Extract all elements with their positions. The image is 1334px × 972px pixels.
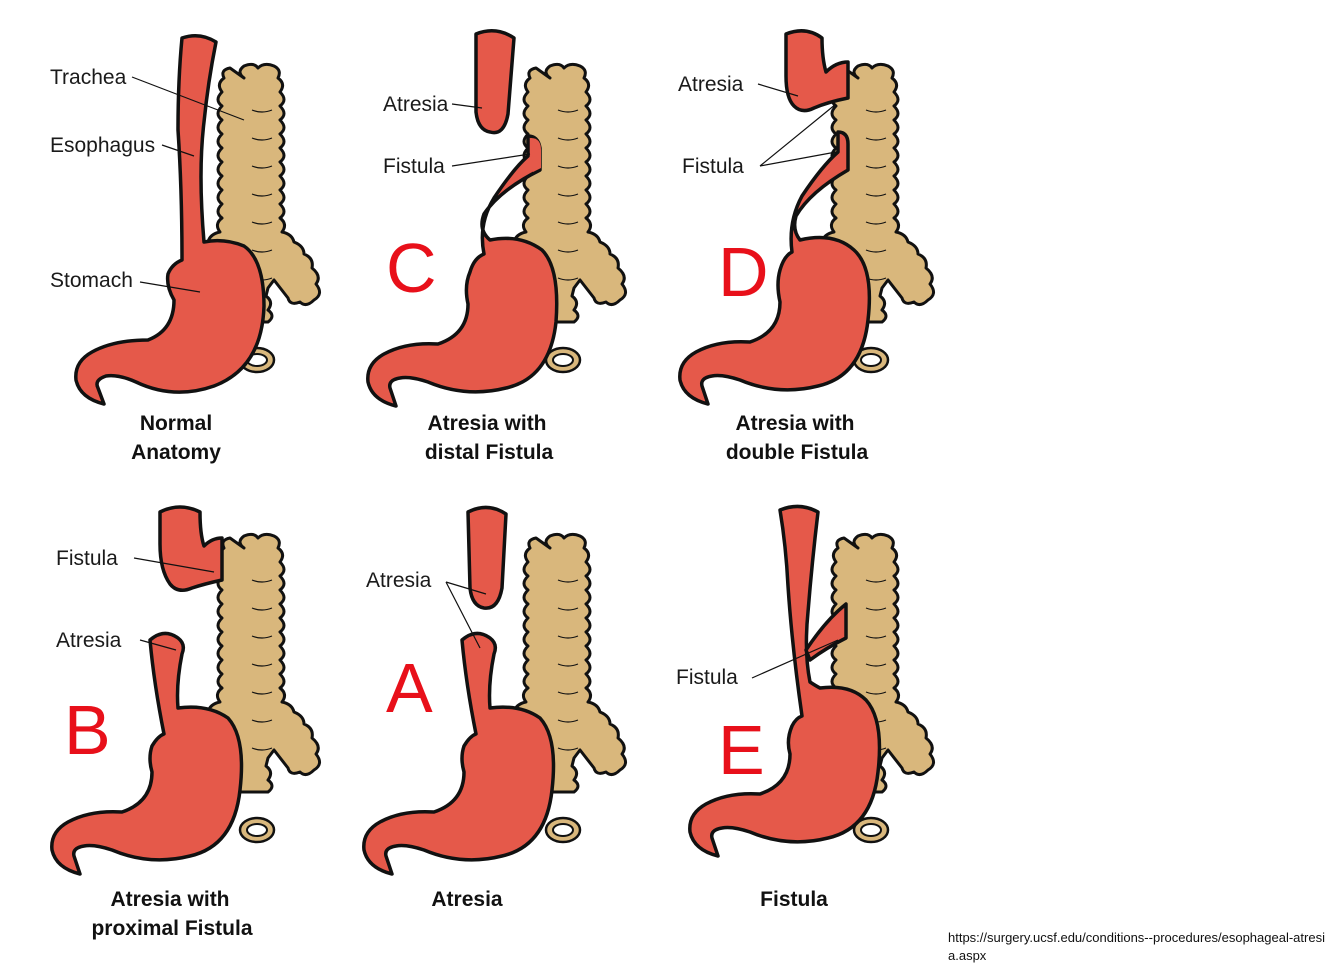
panel-a: A Atresia Atresia [362, 505, 628, 911]
label-fistula-c: Fistula [383, 155, 445, 178]
panel-normal: Trachea Esophagus Stomach Normal Anatomy [50, 34, 322, 464]
caption-c-1: Atresia with [427, 412, 546, 435]
label-atresia-d: Atresia [678, 73, 744, 96]
panel-e: E Fistula Fistula [676, 504, 936, 911]
caption-normal-1: Normal [140, 412, 212, 435]
label-fistula-d: Fistula [682, 155, 744, 178]
panel-b: B Fistula Atresia Atresia with proximal … [50, 505, 322, 940]
esophagus-upper-pouch-a [466, 505, 508, 610]
caption-c-2: distal Fistula [425, 441, 554, 464]
label-fistula-e: Fistula [676, 666, 738, 689]
label-atresia-b: Atresia [56, 629, 122, 652]
esophagus-upper-fistula-d [784, 29, 850, 113]
caption-a-1: Atresia [431, 888, 503, 911]
letter-d: D [718, 233, 769, 311]
esophagus-upper-fistula-b [158, 505, 224, 592]
esophagus-normal [74, 34, 266, 406]
label-stomach: Stomach [50, 269, 133, 292]
caption-d-1: Atresia with [735, 412, 854, 435]
esophagus-lower-fistula-d [678, 130, 872, 406]
esophagus-upper-pouch-c [474, 29, 516, 135]
letter-e: E [718, 711, 765, 789]
panel-c: C Atresia Fistula Atresia with distal Fi… [366, 29, 628, 464]
panel-d: D Atresia Fistula Atresia with double Fi… [678, 29, 936, 464]
caption-b-1: Atresia with [110, 888, 229, 911]
label-fistula-b: Fistula [56, 547, 118, 570]
caption-d-2: double Fistula [726, 441, 869, 464]
esophagus-e [688, 504, 882, 858]
fistula-e [804, 602, 848, 662]
caption-e-1: Fistula [760, 888, 828, 911]
letter-a: A [386, 649, 433, 727]
label-atresia-a: Atresia [366, 569, 432, 592]
esophagus-lower-fistula-c [366, 134, 559, 408]
letter-c: C [386, 229, 437, 307]
label-esophagus: Esophagus [50, 134, 155, 157]
source-url: https://surgery.ucsf.edu/conditions--pro… [948, 930, 1325, 963]
letter-b: B [64, 691, 111, 769]
esophagus-lower-b [50, 631, 244, 876]
label-atresia-c: Atresia [383, 93, 449, 116]
caption-normal-2: Anatomy [131, 441, 221, 464]
esophagus-lower-a [362, 631, 556, 876]
caption-b-2: proximal Fistula [91, 917, 252, 940]
label-trachea: Trachea [50, 66, 127, 89]
